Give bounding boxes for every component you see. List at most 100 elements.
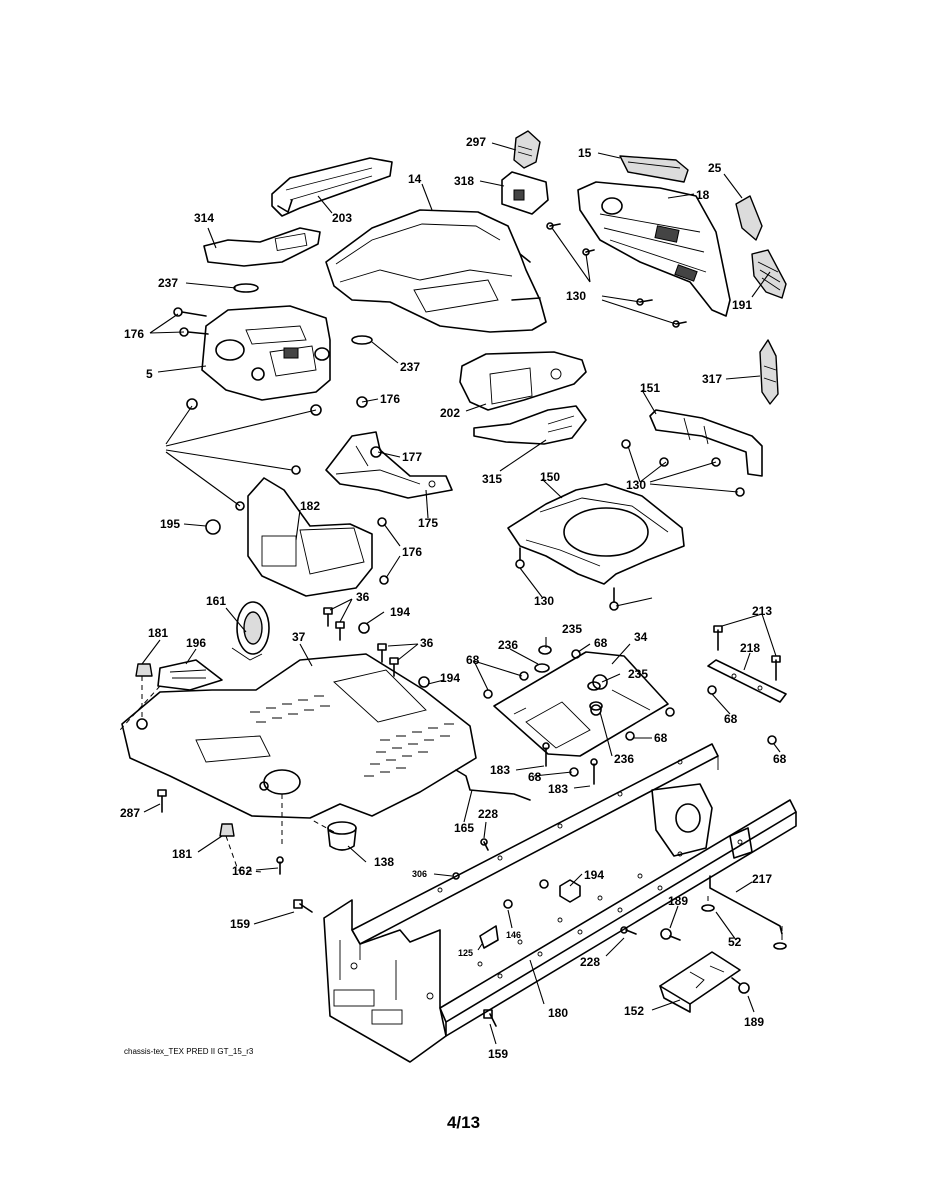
- part-152: [659, 951, 741, 1013]
- callout: 235: [628, 667, 648, 681]
- callout: 191: [732, 298, 752, 312]
- fastener-306: [452, 872, 460, 880]
- callout: 68: [654, 731, 668, 745]
- part-14: [325, 209, 547, 333]
- fastener-130-c: [515, 547, 619, 611]
- part-195: [205, 519, 221, 535]
- part-34: [493, 651, 669, 757]
- callout: 161: [206, 594, 226, 608]
- callout: 151: [640, 381, 660, 395]
- callout: 15: [578, 146, 592, 160]
- callout: 213: [752, 604, 772, 618]
- part-175: [325, 431, 453, 499]
- callout: 68: [773, 752, 787, 766]
- part-218: [707, 625, 787, 703]
- callout: 287: [120, 806, 140, 820]
- part-138: [327, 821, 357, 851]
- part-314: [203, 227, 321, 267]
- callout: 314: [194, 211, 214, 225]
- callout: 181: [148, 626, 168, 640]
- part-125: [479, 925, 499, 949]
- callout: 236: [614, 752, 634, 766]
- fastener-287: [157, 789, 167, 813]
- callout: 196: [186, 636, 206, 650]
- fastener-36: [323, 607, 399, 677]
- part-18: [577, 181, 731, 317]
- callout: 182: [300, 499, 320, 513]
- callout: 194: [584, 868, 604, 882]
- callout: 189: [744, 1015, 764, 1029]
- callout: 177: [402, 450, 422, 464]
- source-file-note: chassis-tex_TEX PRED II GT_15_r3: [124, 1047, 254, 1056]
- callout: 175: [418, 516, 438, 530]
- callout: 183: [490, 763, 510, 777]
- callout: 194: [440, 671, 460, 685]
- fastener-176-a: [173, 307, 368, 416]
- callout: 37: [292, 630, 306, 644]
- callout: 228: [478, 807, 498, 821]
- callout: 297: [466, 135, 486, 149]
- callout: 18: [696, 188, 710, 202]
- callout: 237: [400, 360, 420, 374]
- callout: 36: [356, 590, 370, 604]
- part-318: [501, 171, 549, 215]
- part-317: [759, 339, 779, 405]
- part-237-top: [233, 283, 259, 293]
- leader-lines: [141, 142, 781, 1045]
- fastener-130-b: [621, 439, 745, 497]
- callout: 159: [230, 917, 250, 931]
- callout: 152: [624, 1004, 644, 1018]
- callout: 228: [580, 955, 600, 969]
- part-165: [455, 769, 531, 801]
- callout: 235: [562, 622, 582, 636]
- callout: 68: [724, 712, 738, 726]
- callout: 68: [528, 770, 542, 784]
- callout: 14: [408, 172, 422, 186]
- callout: 68: [466, 653, 480, 667]
- page-number: 4/13: [446, 1113, 481, 1132]
- callout: 165: [454, 821, 474, 835]
- callout: 180: [548, 1006, 568, 1020]
- part-297: [513, 130, 541, 169]
- fastener-194: [358, 622, 430, 688]
- part-150: [507, 483, 685, 585]
- callout: 176: [380, 392, 400, 406]
- callout: 125: [458, 948, 473, 958]
- fastener-183: [542, 742, 598, 785]
- callout: 181: [172, 847, 192, 861]
- callout: 34: [634, 630, 648, 644]
- callout: 306: [412, 869, 427, 879]
- fastener-235-236: [534, 645, 603, 711]
- part-182: [247, 477, 373, 597]
- callout: 176: [402, 545, 422, 559]
- callout-labels: 297 15 25 18 318 14 203 314 237 130 191 …: [120, 135, 787, 1061]
- part-315: [473, 405, 587, 445]
- callout: 138: [374, 855, 394, 869]
- part-237-bottom: [351, 335, 373, 345]
- fastener-162: [276, 856, 284, 875]
- callout: 195: [160, 517, 180, 531]
- part-5: [201, 305, 331, 401]
- callout: 194: [390, 605, 410, 619]
- callout: 237: [158, 276, 178, 290]
- part-15: [619, 155, 689, 183]
- callout: 159: [488, 1047, 508, 1061]
- part-202: [459, 351, 587, 411]
- part-203: [271, 157, 393, 217]
- part-217: [709, 875, 783, 935]
- callout: 315: [482, 472, 502, 486]
- callout: 25: [708, 161, 722, 175]
- callout: 130: [534, 594, 554, 608]
- part-37: [121, 653, 477, 819]
- fastener-194-b: [539, 879, 581, 903]
- callout: 146: [506, 930, 521, 940]
- part-151: [649, 409, 763, 477]
- callout: 150: [540, 470, 560, 484]
- callout: 202: [440, 406, 460, 420]
- callout: 52: [728, 935, 742, 949]
- part-196: [157, 659, 223, 691]
- part-180-frame: [323, 743, 797, 1063]
- callout: 130: [566, 289, 586, 303]
- fastener-189: [660, 928, 750, 994]
